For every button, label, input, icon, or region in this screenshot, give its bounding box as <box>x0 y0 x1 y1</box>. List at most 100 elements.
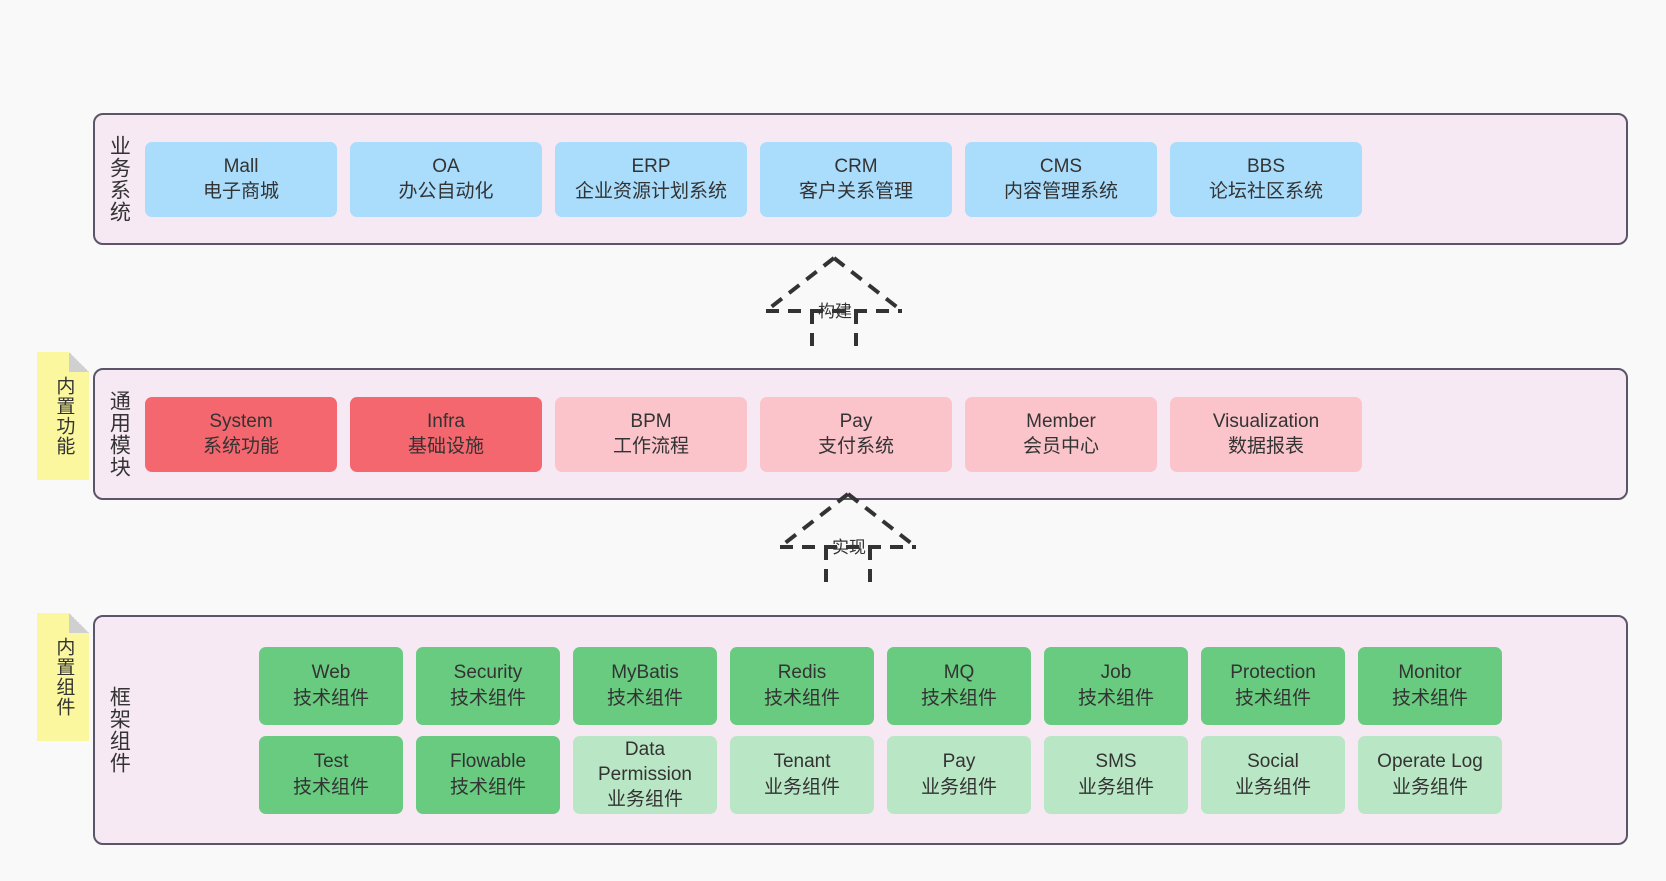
card-monitor[interactable]: Monitor 技术组件 <box>1358 646 1502 725</box>
card-test-name: Test <box>313 751 349 773</box>
framework-row-business: Test 技术组件 Flowable 技术组件 Data Permission … <box>259 735 1502 814</box>
card-data-permission[interactable]: Data Permission 业务组件 <box>573 735 717 814</box>
card-oa-name: OA <box>432 155 460 177</box>
layer-body-framework: Web 技术组件 Security 技术组件 MyBatis 技术组件 Redi… <box>141 617 1626 843</box>
card-bbs-desc: 论坛社区系统 <box>1208 181 1323 202</box>
card-social-desc: 业务组件 <box>1234 776 1311 798</box>
card-system-desc: 系统功能 <box>202 436 279 457</box>
card-mq-desc: 技术组件 <box>920 687 997 709</box>
card-crm-name: CRM <box>834 155 878 177</box>
card-cms-desc: 内容管理系统 <box>1003 181 1118 202</box>
card-crm[interactable]: CRM 客户关系管理 <box>760 141 952 217</box>
card-tenant[interactable]: Tenant 业务组件 <box>730 735 874 814</box>
card-mq[interactable]: MQ 技术组件 <box>887 646 1031 725</box>
card-pay-module-name: Pay <box>839 410 873 432</box>
card-bbs[interactable]: BBS 论坛社区系统 <box>1170 141 1362 217</box>
layer-framework-components: 框架组件 Web 技术组件 Security 技术组件 MyBatis 技术组件… <box>93 615 1628 845</box>
card-visualization[interactable]: Visualization 数据报表 <box>1170 396 1362 472</box>
layer-title-framework: 框架组件 <box>107 686 131 774</box>
card-social-name: Social <box>1247 751 1299 773</box>
card-security-desc: 技术组件 <box>449 687 526 709</box>
card-bpm[interactable]: BPM 工作流程 <box>555 396 747 472</box>
card-operate-log[interactable]: Operate Log 业务组件 <box>1358 735 1502 814</box>
card-member-name: Member <box>1026 410 1096 432</box>
card-crm-desc: 客户关系管理 <box>798 181 913 202</box>
card-operate-log-name: Operate Log <box>1377 751 1483 773</box>
card-job-name: Job <box>1100 662 1132 684</box>
card-mall-desc: 电子商城 <box>202 181 279 202</box>
card-erp[interactable]: ERP 企业资源计划系统 <box>555 141 747 217</box>
connector-build: 构建 <box>744 252 924 357</box>
card-oa[interactable]: OA 办公自动化 <box>350 141 542 217</box>
card-monitor-desc: 技术组件 <box>1391 687 1468 709</box>
card-member-desc: 会员中心 <box>1022 436 1099 457</box>
card-web[interactable]: Web 技术组件 <box>259 646 403 725</box>
card-system[interactable]: System 系统功能 <box>145 396 337 472</box>
card-protection[interactable]: Protection 技术组件 <box>1201 646 1345 725</box>
card-mybatis-desc: 技术组件 <box>606 687 683 709</box>
card-job-desc: 技术组件 <box>1077 687 1154 709</box>
card-operate-log-desc: 业务组件 <box>1391 776 1468 798</box>
card-security-name: Security <box>453 662 523 684</box>
card-erp-desc: 企业资源计划系统 <box>574 181 727 202</box>
card-sms[interactable]: SMS 业务组件 <box>1044 735 1188 814</box>
card-flowable-desc: 技术组件 <box>449 776 526 798</box>
card-web-desc: 技术组件 <box>292 687 369 709</box>
arrowhead-left-stroke <box>764 256 836 313</box>
card-pay-module[interactable]: Pay 支付系统 <box>760 396 952 472</box>
card-tenant-name: Tenant <box>773 751 831 773</box>
layer-body-business: Mall 电子商城 OA 办公自动化 ERP 企业资源计划系统 CRM 客户关系… <box>141 115 1626 243</box>
card-pay-component-name: Pay <box>942 751 976 773</box>
card-monitor-name: Monitor <box>1398 662 1462 684</box>
card-member[interactable]: Member 会员中心 <box>965 396 1157 472</box>
note-builtin-features: 内置功能 <box>37 352 89 480</box>
card-protection-name: Protection <box>1230 662 1316 684</box>
card-infra[interactable]: Infra 基础设施 <box>350 396 542 472</box>
card-bpm-desc: 工作流程 <box>612 436 689 457</box>
card-data-permission-desc: 业务组件 <box>606 789 683 811</box>
connector-implement: 实现 <box>758 488 938 593</box>
card-bpm-name: BPM <box>630 410 672 432</box>
card-mybatis[interactable]: MyBatis 技术组件 <box>573 646 717 725</box>
card-redis-name: Redis <box>777 662 827 684</box>
layer-title-modules: 通用模块 <box>107 390 131 478</box>
card-data-permission-name: Data Permission <box>598 738 692 785</box>
card-protection-desc: 技术组件 <box>1234 687 1311 709</box>
arrowhead-right-stroke <box>832 256 904 313</box>
note-builtin-components-label: 内置组件 <box>53 637 75 717</box>
layer-title-business: 业务系统 <box>107 135 131 223</box>
card-infra-name: Infra <box>426 410 466 432</box>
card-mq-name: MQ <box>943 662 975 684</box>
card-social[interactable]: Social 业务组件 <box>1201 735 1345 814</box>
card-security[interactable]: Security 技术组件 <box>416 646 560 725</box>
arrowhead-right-stroke <box>846 492 918 549</box>
card-job[interactable]: Job 技术组件 <box>1044 646 1188 725</box>
card-infra-desc: 基础设施 <box>407 436 484 457</box>
layer-common-modules: 通用模块 System 系统功能 Infra 基础设施 BPM 工作流程 Pay… <box>93 368 1628 500</box>
card-visualization-desc: 数据报表 <box>1227 436 1304 457</box>
note-builtin-components: 内置组件 <box>37 613 89 741</box>
card-sms-desc: 业务组件 <box>1077 776 1154 798</box>
card-sms-name: SMS <box>1095 751 1137 773</box>
arrowhead-left-stroke <box>778 492 850 549</box>
layer-business-systems: 业务系统 Mall 电子商城 OA 办公自动化 ERP 企业资源计划系统 CRM… <box>93 113 1628 245</box>
card-flowable-name: Flowable <box>449 751 527 773</box>
card-cms-name: CMS <box>1039 155 1083 177</box>
card-oa-desc: 办公自动化 <box>398 181 494 202</box>
card-web-name: Web <box>311 662 351 684</box>
card-cms[interactable]: CMS 内容管理系统 <box>965 141 1157 217</box>
card-mall-name: Mall <box>223 155 259 177</box>
card-flowable[interactable]: Flowable 技术组件 <box>416 735 560 814</box>
card-bbs-name: BBS <box>1246 155 1286 177</box>
card-test-desc: 技术组件 <box>292 776 369 798</box>
card-system-name: System <box>209 410 273 432</box>
card-tenant-desc: 业务组件 <box>763 776 840 798</box>
card-test[interactable]: Test 技术组件 <box>259 735 403 814</box>
card-mall[interactable]: Mall 电子商城 <box>145 141 337 217</box>
card-pay-component-desc: 业务组件 <box>920 776 997 798</box>
note-builtin-features-label: 内置功能 <box>53 376 75 456</box>
card-redis[interactable]: Redis 技术组件 <box>730 646 874 725</box>
card-redis-desc: 技术组件 <box>763 687 840 709</box>
card-pay-component[interactable]: Pay 业务组件 <box>887 735 1031 814</box>
card-erp-name: ERP <box>631 155 671 177</box>
